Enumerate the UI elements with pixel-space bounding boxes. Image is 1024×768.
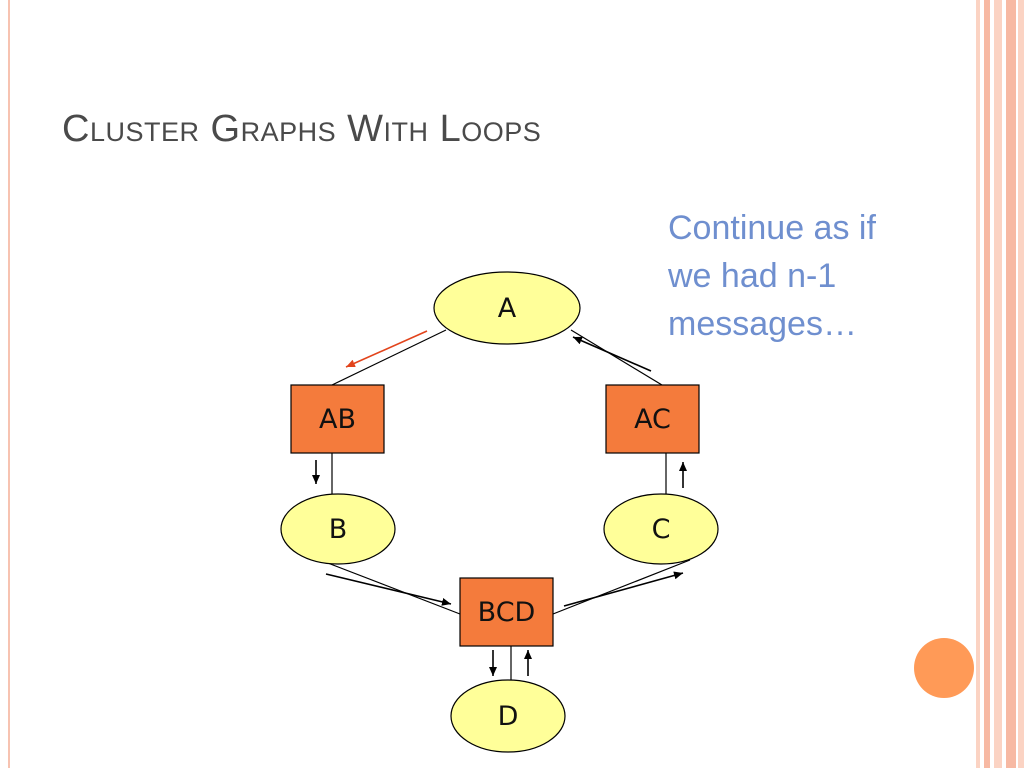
node-b: B xyxy=(280,493,396,565)
node-c: C xyxy=(603,493,719,565)
message-arrow-b-to-bcd xyxy=(325,573,452,606)
factor-node-shape xyxy=(459,577,554,647)
node-d: D xyxy=(450,679,566,753)
message-arrow-ac-to-a xyxy=(572,336,652,372)
slide-title: Cluster Graphs With Loops xyxy=(62,108,542,150)
variable-node-shape xyxy=(433,271,581,345)
factor-node-shape xyxy=(290,384,385,454)
variable-node-shape xyxy=(450,679,566,753)
node-label: B xyxy=(329,514,348,545)
variable-node-shape xyxy=(603,493,719,565)
message-arrow-bcd-to-c xyxy=(563,571,684,607)
right-border-stripe xyxy=(976,0,980,768)
node-bcd: BCD xyxy=(459,577,554,647)
node-label: C xyxy=(652,514,671,545)
factor-node-shape xyxy=(605,384,700,454)
right-border-stripe xyxy=(1018,0,1024,768)
slide-note: Continue as if we had n-1 messages… xyxy=(668,209,876,343)
node-label: BCD xyxy=(478,597,536,628)
node-a: A xyxy=(433,271,581,345)
right-border-stripe xyxy=(1006,0,1016,768)
edge-c-bcd xyxy=(552,559,691,615)
right-border-stripe xyxy=(994,0,1002,768)
decorative-orange-circle xyxy=(914,638,974,698)
node-label: D xyxy=(498,701,519,732)
edge-b-bcd xyxy=(319,559,461,615)
edge-a-ac xyxy=(570,329,663,386)
variable-node-shape xyxy=(280,493,396,565)
message-arrow-a-to-ab xyxy=(345,330,428,368)
right-border-stripe xyxy=(984,0,990,768)
node-ac: AC xyxy=(605,384,700,454)
node-label: A xyxy=(498,293,517,324)
node-label: AB xyxy=(319,404,356,435)
node-label: AC xyxy=(634,404,671,435)
node-ab: AB xyxy=(290,384,385,454)
left-border-line xyxy=(8,0,10,768)
edge-a-ab xyxy=(331,329,447,386)
